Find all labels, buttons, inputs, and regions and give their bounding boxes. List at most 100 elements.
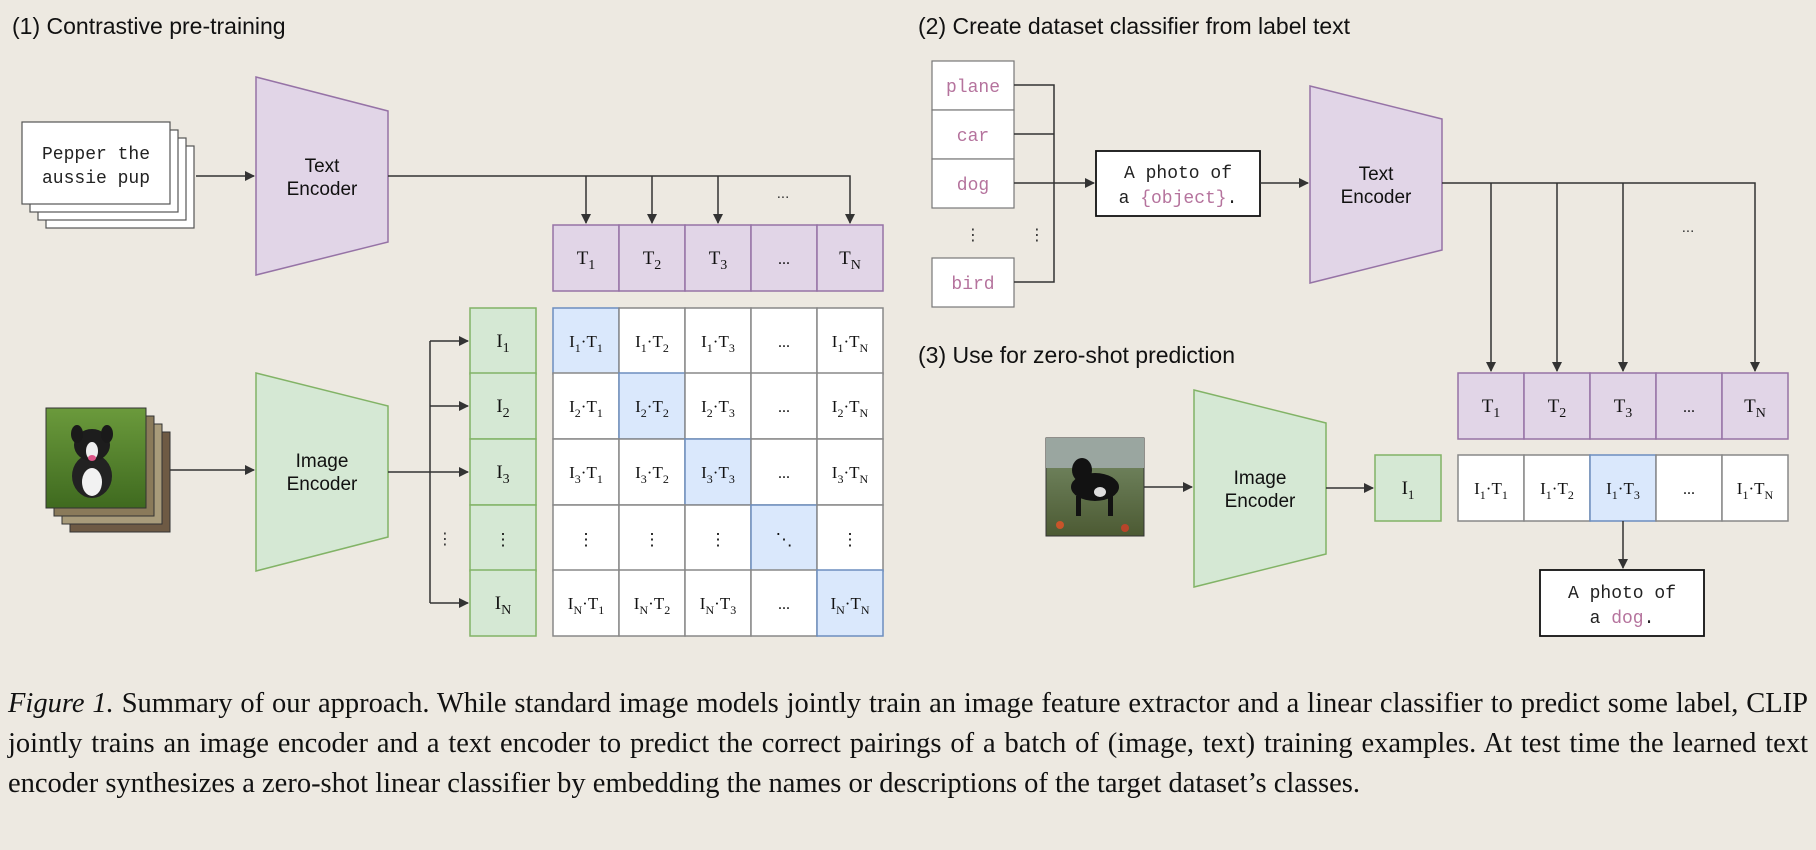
matrix-cell	[816, 504, 884, 572]
matrix-value: ⋮	[578, 530, 595, 549]
text-encoder-2-label-1: Text	[1359, 164, 1395, 185]
matrix-value: I1·TN	[832, 332, 869, 355]
matrix-cell	[684, 569, 752, 637]
score-value: I1·TN	[1737, 479, 1774, 502]
text-embedding-label: ...	[1683, 399, 1695, 416]
image-embedding-label: I3	[496, 462, 509, 487]
matrix-cell	[750, 569, 818, 637]
text-input-stack: Pepper the aussie pup	[21, 121, 195, 229]
text-embedding-label: T2	[643, 248, 662, 273]
matrix-cell	[750, 438, 818, 506]
matrix-cell	[816, 438, 884, 506]
dog-image	[1045, 437, 1145, 537]
matrix-value: ⋮	[644, 530, 661, 549]
matrix-value: ⋱	[776, 530, 793, 549]
matrix-value: IN·T1	[568, 594, 604, 617]
clip-diagram: (1) Contrastive pre-training Pepper the …	[12, 13, 1789, 637]
matrix-cell	[618, 307, 686, 375]
matrix-value: IN·TN	[830, 594, 869, 617]
score-value: I1·T2	[1540, 479, 1574, 502]
score-cell	[1589, 454, 1657, 522]
text-input-line1: Pepper the	[42, 145, 150, 165]
output-predicted-label: dog	[1611, 609, 1643, 629]
text-encoder-1: Text Encoder	[255, 76, 389, 276]
matrix-cell	[552, 569, 620, 637]
figure-caption: Figure 1. Summary of our approach. While…	[8, 684, 1808, 804]
matrix-cell	[816, 569, 884, 637]
query-image-embedding: I1	[1374, 454, 1442, 522]
output-prefix: a	[1590, 609, 1612, 629]
image-embedding-cell	[469, 307, 537, 375]
matrix-value: I2·TN	[832, 397, 869, 420]
text-embedding-cell	[552, 224, 620, 292]
matrix-cell	[816, 372, 884, 440]
similarity-matrix: I1·T1 I1·T2 I1·T3... I1·TN I2·T1 I2·T2 I2·T3..…	[552, 307, 884, 637]
text-embedding-label: TN	[1744, 396, 1766, 421]
image-encoder-1-label-1: Image	[296, 451, 349, 472]
matrix-value: IN·T3	[700, 594, 736, 617]
matrix-cell	[750, 307, 818, 375]
matrix-value: I1·T2	[635, 332, 669, 355]
text-embedding-label: T1	[577, 248, 596, 273]
image-encoder-2: Image Encoder	[1193, 389, 1327, 588]
matrix-value: I1·T1	[569, 332, 603, 355]
query-embedding-letter: I	[1402, 478, 1408, 499]
score-cell	[1457, 454, 1525, 522]
text-embedding-label: T3	[709, 248, 728, 273]
score-value: I1·T3	[1606, 479, 1640, 502]
text-embedding-cell	[750, 224, 818, 292]
image-encoder-2-label-2: Encoder	[1225, 491, 1296, 512]
image-embedding-label: IN	[495, 593, 511, 618]
image-embedding-cell	[469, 569, 537, 637]
label-lines-vdots: ⋮	[1029, 227, 1045, 244]
matrix-value: I3·T2	[635, 463, 669, 486]
text-embedding-cell	[816, 224, 884, 292]
matrix-value: I3·T3	[701, 463, 735, 486]
template-period: .	[1227, 189, 1238, 209]
text-input-line2: aussie pup	[42, 169, 150, 189]
matrix-value: I3·TN	[832, 463, 869, 486]
matrix-cell	[618, 504, 686, 572]
image-encoder-1-label-2: Encoder	[287, 474, 358, 495]
matrix-value: I2·T1	[569, 397, 603, 420]
score-cell	[1721, 454, 1789, 522]
image-encoder-1: Image Encoder	[255, 372, 389, 572]
template-line2: a {object}.	[1119, 189, 1238, 209]
image-input-stack	[45, 407, 171, 533]
text-embedding-cell	[1721, 372, 1789, 440]
output-line1: A photo of	[1568, 584, 1676, 604]
matrix-value: I2·T3	[701, 397, 735, 420]
matrix-value: I3·T1	[569, 463, 603, 486]
matrix-value: ⋮	[710, 530, 727, 549]
image-embedding-label: I1	[496, 331, 509, 356]
label-car: car	[957, 127, 989, 147]
output-line2: a dog.	[1590, 609, 1655, 629]
template-object-slot: {object}	[1140, 189, 1226, 209]
image-embedding-cell	[469, 372, 537, 440]
prediction-output-box: A photo of a dog.	[1539, 569, 1705, 637]
panel3-title: (3) Use for zero-shot prediction	[918, 342, 1235, 368]
query-embedding-label: I1	[1402, 478, 1415, 502]
matrix-value: ...	[778, 596, 790, 613]
score-cell	[1523, 454, 1591, 522]
text-embedding-label: T1	[1482, 396, 1501, 421]
text-encoder-2: Text Encoder	[1309, 85, 1443, 284]
text-branch-dots-2: ...	[1682, 219, 1695, 236]
text-embedding-cell	[618, 224, 686, 292]
label-list-vdots: ⋮	[965, 227, 981, 244]
label-plane: plane	[946, 78, 1000, 98]
text-embedding-label: ...	[778, 251, 790, 268]
matrix-cell	[684, 372, 752, 440]
matrix-value: ...	[778, 399, 790, 416]
matrix-value: I2·T2	[635, 397, 669, 420]
label-bird: bird	[951, 275, 994, 295]
matrix-cell	[750, 504, 818, 572]
score-value: ...	[1683, 481, 1695, 498]
image-encoder-2-label-1: Image	[1234, 468, 1287, 489]
caption-label: Figure 1.	[8, 688, 114, 719]
text-embedding-label: T2	[1548, 396, 1567, 421]
text-encoder-2-label-2: Encoder	[1341, 187, 1412, 208]
matrix-value: I1·T3	[701, 332, 735, 355]
